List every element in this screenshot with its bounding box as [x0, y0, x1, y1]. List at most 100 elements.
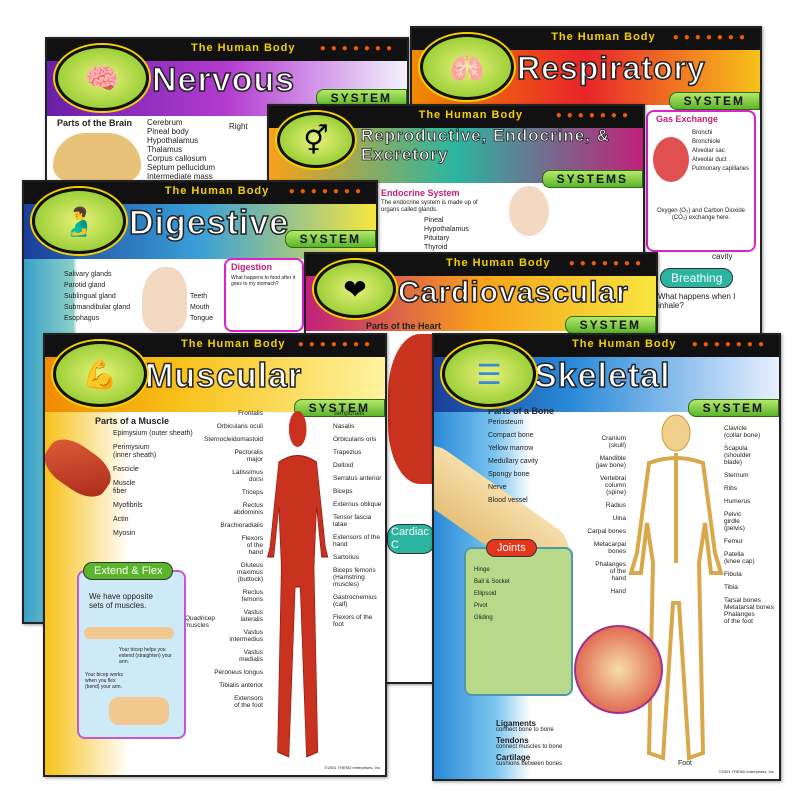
label: Patella (knee cap) — [724, 551, 755, 565]
box-title: Digestion — [231, 262, 273, 272]
label: Pineal — [424, 217, 444, 224]
label: Sublingual gland — [64, 293, 116, 300]
note-desc: cushions between bones — [496, 761, 563, 767]
heart-icon: ❤ — [314, 260, 396, 318]
label: Epimysium (outer sheath) — [113, 430, 193, 437]
header-bar: The Human Body ●●●●●●● — [306, 254, 656, 276]
system-label: SYSTEM — [293, 399, 385, 417]
label: Extensors of the foot — [234, 695, 263, 709]
label: Frontalis — [238, 410, 263, 417]
label: Pineal body — [147, 127, 189, 136]
label: Hinge — [474, 567, 490, 573]
label: Tibialis anterior — [219, 682, 263, 689]
box-title: Gas Exchange — [656, 114, 719, 124]
poster-reproductive: The Human Body●●●●●●● ⚥ Reproductive, En… — [267, 104, 645, 263]
section-heading: Parts of a Muscle — [95, 416, 170, 426]
label: Perimysium (inner sheath) — [113, 444, 157, 459]
dots: ●●●●●●● — [568, 258, 646, 269]
label: Pelvic girdle (pelvis) — [724, 511, 745, 532]
stomach-icon: 🫃 — [32, 188, 126, 254]
extend-flex-text: We have opposite sets of muscles. — [89, 592, 153, 610]
extend-flex-box: Extend & Flex We have opposite sets of m… — [77, 562, 186, 739]
label: Cerebrum — [147, 118, 183, 127]
dots: ●●●●●●● — [297, 339, 375, 350]
label: Vastus lateralis — [240, 609, 263, 623]
label: Scapula (shoulder blade) — [724, 445, 752, 466]
head-illustration — [509, 186, 549, 236]
label: Tarsal bones Metatarsal bones Phalanges … — [724, 597, 774, 625]
label: Blood vessel — [488, 497, 528, 504]
label: Spongy bone — [488, 471, 530, 478]
label: Carpal bones — [587, 528, 626, 535]
label: Extensors of the hand — [333, 534, 380, 548]
label: Sternocleidomastoid — [204, 436, 263, 443]
label: Radius — [605, 502, 626, 509]
note-desc: connect muscles to bone — [496, 744, 563, 750]
brain-icon: 🧠 — [55, 45, 149, 111]
label: Hypothalamus — [147, 136, 199, 145]
cardiac-pill: Cardiac C — [387, 524, 435, 554]
label: Alveolar sac — [692, 148, 725, 154]
box-text: What happens to food after it goes to my… — [231, 275, 296, 287]
label: Humerus — [724, 498, 751, 505]
muscle-part-labels: Epimysium (outer sheath) Perimysium (inne… — [113, 430, 193, 544]
label: Flexors of the hand — [241, 535, 263, 556]
label: Thalamus — [147, 145, 183, 154]
poster-skeletal: The Human Body●●●●●●● ☰ Skeletal SYSTEM … — [432, 333, 781, 781]
section-heading: Parts of a Bone — [488, 406, 555, 416]
side-label: cavity — [712, 252, 733, 261]
header-bar: The Human Body●●●●●●● — [269, 106, 643, 128]
label: Pituitary — [424, 235, 450, 242]
joints-title: Joints — [486, 539, 537, 557]
label: Ribs — [724, 485, 738, 492]
label: Salivary glands — [64, 271, 112, 278]
bicep-text: Your bicep works when you flex (bend) yo… — [85, 672, 123, 690]
label: Myosin — [113, 530, 136, 537]
copyright: ©2001 TREND enterprises, Inc. — [324, 765, 381, 770]
note-term: Tendons — [496, 736, 529, 745]
note-term: Ligaments — [496, 719, 537, 728]
label: Rectus femoris — [241, 589, 263, 603]
poster-muscular: The Human Body●●●●●●● 💪 Muscular SYSTEM … — [43, 333, 387, 777]
label: Rectus abdominis — [233, 502, 263, 516]
system-label: SYSTEM — [668, 92, 760, 110]
note-term: Cartilage — [496, 753, 531, 762]
label: Serratus anterior — [333, 475, 382, 482]
label: Hypothalamus — [424, 226, 469, 233]
label: Pulmonary capillaries — [692, 166, 750, 172]
poster-title: Skeletal — [533, 356, 671, 396]
label: Ellipsoid — [474, 591, 497, 597]
poster-title: Muscular — [144, 356, 303, 396]
header-label: The Human Body — [164, 185, 270, 197]
skeleton-right-labels: Clavicle (collar bone)Scapula (shoulder … — [724, 425, 774, 631]
header-label: The Human Body — [446, 257, 551, 269]
label: Mandible (jaw bone) — [595, 455, 626, 469]
label: Femur — [724, 538, 743, 545]
label: Pivot — [474, 603, 488, 609]
alveoli-illustration — [653, 137, 689, 182]
label: Nerve — [488, 484, 507, 491]
label: Sternum — [724, 472, 749, 479]
label: Biceps — [333, 488, 353, 495]
label: Teeth — [190, 293, 208, 300]
dots: ●●●●●●● — [672, 32, 750, 43]
section-heading: Parts of the Heart — [366, 321, 442, 331]
extend-flex-title: Extend & Flex — [83, 562, 174, 580]
dots: ●●●●●●● — [288, 186, 366, 197]
label: Ulna — [612, 515, 626, 522]
label: Muscle fiber — [113, 480, 136, 495]
label: Phalanges of the hand — [595, 561, 626, 582]
header-label: The Human Body — [181, 338, 286, 350]
label: Brachioradialis — [220, 522, 263, 529]
system-label: SYSTEM — [687, 399, 779, 417]
label: Parotid gland — [64, 282, 106, 289]
copyright: ©2001 TREND enterprises, Inc. — [718, 769, 775, 774]
muscle-body-figure — [267, 411, 329, 758]
label: Medullary cavity — [488, 458, 539, 465]
poster-title: Cardiovascular — [397, 275, 629, 310]
endocrine-intro: The endocrine system is made up of organ… — [381, 200, 478, 213]
